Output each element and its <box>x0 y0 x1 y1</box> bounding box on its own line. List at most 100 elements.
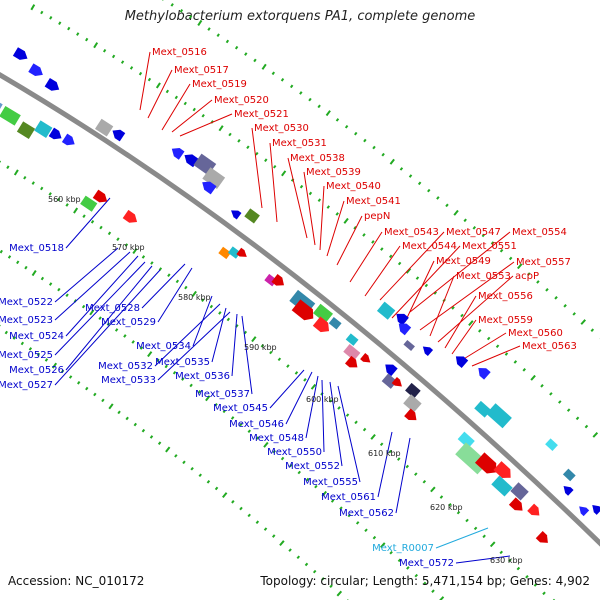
tick-dot <box>508 256 513 261</box>
label-leader-lines <box>54 51 521 564</box>
gene-label: Mext_0550 <box>267 447 322 458</box>
tick-dot <box>273 164 277 169</box>
gene-feature <box>508 497 523 511</box>
tick-dot <box>330 499 335 503</box>
gene-feature-block <box>202 167 226 190</box>
tick-dot <box>4 330 8 335</box>
leader-line <box>377 431 393 498</box>
leader-line <box>329 381 343 467</box>
tick-dot <box>325 110 331 117</box>
leader-line <box>404 260 435 323</box>
tick-dot <box>246 145 250 150</box>
gene-feature <box>592 505 600 515</box>
gene-feature <box>202 181 217 195</box>
gene-feature <box>227 246 241 259</box>
leader-line <box>455 555 511 564</box>
leader-line <box>65 265 153 371</box>
tick-dot <box>405 267 412 274</box>
tick-dot <box>114 328 119 332</box>
tick-dot <box>23 175 27 180</box>
gene-feature-block <box>0 106 21 126</box>
tick-dot <box>40 10 44 15</box>
gene-label: Mext_0544 <box>402 241 457 252</box>
tick-dot <box>542 591 546 596</box>
gene-feature <box>122 209 138 223</box>
gene-label: Mext_0535 <box>155 357 210 368</box>
gene-feature <box>345 333 359 346</box>
tick-dot <box>214 402 218 407</box>
tick-dot <box>239 422 243 427</box>
tick-dot <box>214 486 219 491</box>
gene-feature <box>218 246 232 260</box>
gene-label: Mext_0554 <box>512 227 567 238</box>
tick-dot <box>371 240 375 244</box>
tick-dot <box>380 542 386 549</box>
gene-label: Mext_0543 <box>384 227 439 238</box>
tick-dot <box>280 77 285 82</box>
gene-label: Mext_0518 <box>9 243 64 254</box>
gene-feature <box>0 106 21 126</box>
gene-feature-arrow <box>360 353 371 363</box>
tick-dot <box>396 457 401 461</box>
tick-dot <box>44 358 49 362</box>
gene-label: Mext_0519 <box>192 79 247 90</box>
tick-dot <box>533 583 538 587</box>
gene-feature-block <box>227 246 241 259</box>
tick-dot <box>68 375 73 379</box>
tick-dot <box>251 336 257 343</box>
tick-dot <box>372 145 376 150</box>
gene-feature <box>381 373 398 389</box>
tick-dot <box>205 395 211 402</box>
gene-feature-arrow <box>404 408 417 421</box>
tick-dot <box>263 527 268 531</box>
gene-feature-arrow <box>391 376 402 387</box>
tick-dot <box>175 279 180 284</box>
gene-feature-block <box>34 120 53 138</box>
tick-dot <box>590 328 595 332</box>
gene-label: Mext_0530 <box>254 123 309 134</box>
gene-feature <box>92 189 108 203</box>
tick-dot <box>563 304 567 308</box>
tick-dot <box>312 569 317 574</box>
genome-summary-text: Topology: circular; Length: 5,471,154 bp… <box>260 574 590 588</box>
tick-dot <box>558 400 562 404</box>
gene-feature-block <box>345 333 359 346</box>
gene-feature-arrow <box>527 503 540 516</box>
gene-label: Mext_0527 <box>0 380 53 391</box>
tick-dot <box>255 436 260 440</box>
tick-dot <box>197 390 202 394</box>
tick-dot <box>85 37 89 42</box>
tick-dot <box>424 283 429 288</box>
gene-label: Mext_0533 <box>101 375 156 386</box>
gene-feature-block <box>376 301 396 320</box>
gene-feature <box>34 120 53 138</box>
gene-feature-arrow <box>592 505 600 515</box>
tick-dot <box>540 384 544 388</box>
gene-feature <box>403 394 422 413</box>
tick-dot <box>271 534 276 538</box>
tick-dot <box>237 139 241 143</box>
leader-line <box>437 275 514 343</box>
gene-feature-arrow <box>579 506 590 517</box>
tick-dot <box>329 584 333 588</box>
gene-feature <box>360 353 371 363</box>
gene-feature-arrow <box>271 273 284 286</box>
tick-dot <box>527 272 531 276</box>
gene-feature-block <box>403 394 422 413</box>
gene-label: Mext_0545 <box>213 403 268 414</box>
leader-line <box>391 245 461 319</box>
tick-dot <box>156 358 160 363</box>
tick-dot <box>174 95 178 100</box>
tick-dot <box>482 534 486 539</box>
tick-dot <box>525 575 529 579</box>
tick-dot <box>364 528 368 533</box>
leader-line <box>349 231 383 283</box>
tick-dot <box>388 449 392 454</box>
gene-label: Mext_0552 <box>285 461 340 472</box>
tick-dot <box>304 562 309 567</box>
tick-dot <box>448 503 452 507</box>
leader-line <box>211 307 227 363</box>
tick-dot <box>150 261 154 265</box>
gene-feature <box>80 195 98 212</box>
leader-line <box>179 113 233 137</box>
